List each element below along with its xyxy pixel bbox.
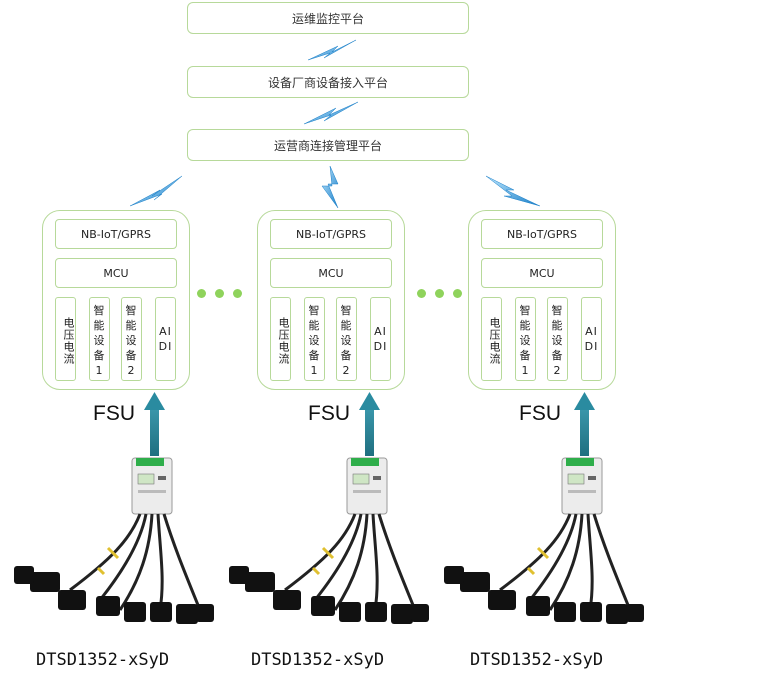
char: 设 xyxy=(340,334,353,347)
mcu-module: MCU xyxy=(55,258,177,288)
mcu-module-label: MCU xyxy=(529,266,555,280)
fsu-label: FSU xyxy=(93,402,135,425)
voltage-current-input: 电压电流 xyxy=(270,297,291,381)
vendor-access-platform-label: 设备厂商设备接入平台 xyxy=(267,75,388,90)
mcu-module-label: MCU xyxy=(103,266,129,280)
smart-device-2-input: 智能设备 2 xyxy=(121,297,142,381)
comm-module-label: NB-IoT/GPRS xyxy=(507,227,577,241)
char: 能 xyxy=(93,319,106,332)
char: 能 xyxy=(125,319,138,332)
char: 智 xyxy=(340,304,353,317)
smart-device-2-input: 智能设备 2 xyxy=(547,297,568,381)
di-label: DI xyxy=(158,340,173,353)
char: 能 xyxy=(340,319,353,332)
char: 智 xyxy=(308,304,321,317)
ellipsis-dot xyxy=(197,289,206,298)
energy-meter-device xyxy=(14,457,214,624)
char: 能 xyxy=(551,319,564,332)
energy-meter-device xyxy=(444,457,644,624)
up-arrow-icon xyxy=(574,392,595,456)
char: 2 xyxy=(342,364,351,377)
char: 设 xyxy=(519,334,532,347)
char: 备 xyxy=(519,349,532,362)
up-arrow-icon xyxy=(144,392,165,456)
lightning-bolt-icon xyxy=(321,165,339,209)
ellipsis-dot xyxy=(435,289,444,298)
char: 备 xyxy=(308,349,321,362)
mcu-module: MCU xyxy=(270,258,392,288)
smart-device-2-input: 智能设备 2 xyxy=(336,297,357,381)
voltage-current-input: 电压电流 xyxy=(55,297,76,381)
ops-monitoring-platform: 运维监控平台 xyxy=(187,2,469,34)
ops-monitoring-platform-label: 运维监控平台 xyxy=(291,11,364,26)
smart-device-1-input: 智能设备 1 xyxy=(304,297,325,381)
comm-module-label: NB-IoT/GPRS xyxy=(81,227,151,241)
char: 能 xyxy=(308,319,321,332)
operator-connection-platform-label: 运营商连接管理平台 xyxy=(273,138,382,153)
char: 1 xyxy=(95,364,104,377)
char: 设 xyxy=(551,334,564,347)
voltage-current-input: 电压电流 xyxy=(481,297,502,381)
ai-di-input: AI DI xyxy=(581,297,602,381)
meter-model-label: DTSD1352-xSyD xyxy=(251,650,385,670)
di-label: DI xyxy=(373,340,388,353)
fsu-label: FSU xyxy=(308,402,350,425)
char: 备 xyxy=(340,349,353,362)
fsu-label: FSU xyxy=(519,402,561,425)
char: 备 xyxy=(551,349,564,362)
char: 备 xyxy=(93,349,106,362)
char: 智 xyxy=(519,304,532,317)
char: 设 xyxy=(93,334,106,347)
lightning-bolt-icon xyxy=(307,39,357,61)
comm-module-label: NB-IoT/GPRS xyxy=(296,227,366,241)
smart-device-1-input: 智能设备 1 xyxy=(89,297,110,381)
vendor-access-platform: 设备厂商设备接入平台 xyxy=(187,66,469,98)
char: 设 xyxy=(308,334,321,347)
ai-label: AI xyxy=(585,325,598,338)
lightning-bolt-icon xyxy=(303,101,359,125)
voltage-current-label: 电压电流 xyxy=(488,317,501,365)
char: 智 xyxy=(93,304,106,317)
ellipsis-dot xyxy=(453,289,462,298)
ellipsis-dot xyxy=(215,289,224,298)
char: 智 xyxy=(125,304,138,317)
di-label: DI xyxy=(584,340,599,353)
char: 备 xyxy=(125,349,138,362)
operator-connection-platform: 运营商连接管理平台 xyxy=(187,129,469,161)
lightning-bolt-icon xyxy=(129,175,183,207)
voltage-current-label: 电压电流 xyxy=(277,317,290,365)
voltage-current-label: 电压电流 xyxy=(62,317,75,365)
comm-module: NB-IoT/GPRS xyxy=(55,219,177,249)
lightning-bolt-icon xyxy=(485,175,541,207)
char: 2 xyxy=(127,364,136,377)
mcu-module-label: MCU xyxy=(318,266,344,280)
comm-module: NB-IoT/GPRS xyxy=(270,219,392,249)
ai-di-input: AI DI xyxy=(155,297,176,381)
char: 1 xyxy=(521,364,530,377)
ai-label: AI xyxy=(374,325,387,338)
char: 能 xyxy=(519,319,532,332)
meter-model-label: DTSD1352-xSyD xyxy=(470,650,604,670)
char: 1 xyxy=(310,364,319,377)
ellipsis-dot xyxy=(233,289,242,298)
ai-di-input: AI DI xyxy=(370,297,391,381)
ellipsis-dot xyxy=(417,289,426,298)
char: 智 xyxy=(551,304,564,317)
meter-model-label: DTSD1352-xSyD xyxy=(36,650,170,670)
ai-label: AI xyxy=(159,325,172,338)
char: 2 xyxy=(553,364,562,377)
comm-module: NB-IoT/GPRS xyxy=(481,219,603,249)
energy-meter-device xyxy=(229,457,429,624)
mcu-module: MCU xyxy=(481,258,603,288)
smart-device-1-input: 智能设备 1 xyxy=(515,297,536,381)
char: 设 xyxy=(125,334,138,347)
up-arrow-icon xyxy=(359,392,380,456)
